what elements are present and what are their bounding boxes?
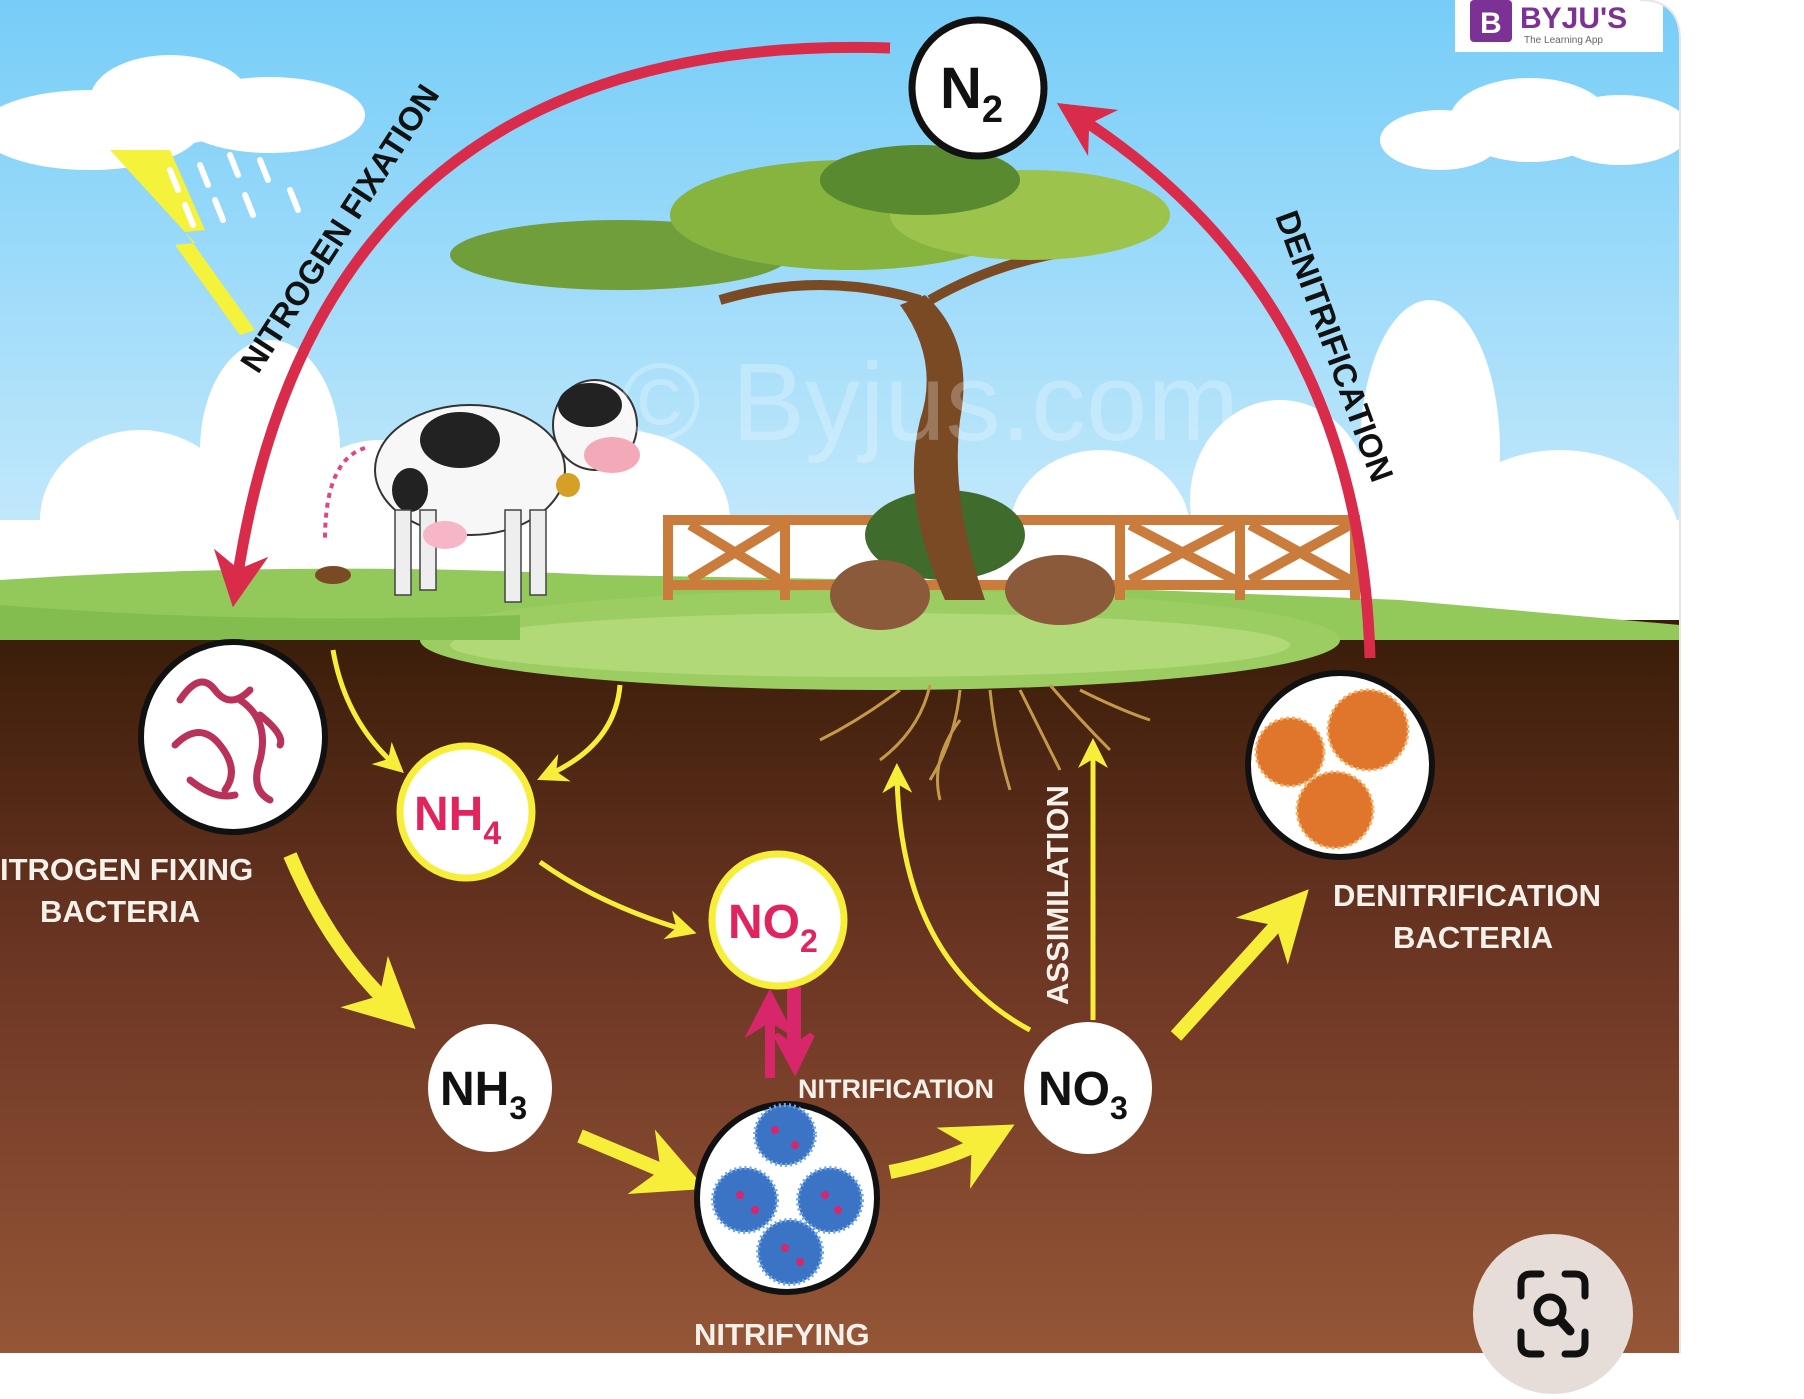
watermark: © Byjus.com [620,341,1239,464]
manure-arrow [323,446,366,541]
denitrification-bacteria-label-line2: BACTERIA [1393,920,1553,955]
node-no2: NO2 [708,850,848,990]
svg-text:The Learning App: The Learning App [1524,35,1603,46]
arrow-surface2-to-nh4 [537,684,623,782]
svg-text:N2: N2 [940,56,1003,131]
visual-search-button[interactable] [1473,1234,1633,1394]
visual-search-icon [1517,1270,1589,1358]
arrow-no3-to-roots [882,763,1032,1033]
arrow-nh4-to-no2 [538,859,697,940]
svg-text:NH4: NH4 [414,788,501,851]
node-n2: N2 [908,16,1048,160]
tree-roots [819,684,1151,801]
arrow-surface-to-nh4 [330,649,404,774]
denitrification-bacteria-label-line1: DENITRIFICATION [1333,878,1601,913]
manure [315,566,351,584]
lightning-icon [110,150,255,335]
node-no3: NO3 [1024,1022,1152,1154]
denitrification-arrow [1056,103,1376,659]
brand-logo: B BYJU'S The Learning App [1455,0,1663,52]
nitrogen-fixing-label-line1: ITROGEN FIXING [0,852,253,887]
svg-text:BYJU'S: BYJU'S [1520,2,1627,35]
denitrification-bacteria [1245,670,1435,860]
cow [374,379,640,603]
nitrifying-bacteria-label: NITRIFYING [694,1317,870,1352]
clouds [0,55,1680,630]
node-nh3: NH3 [428,1024,552,1152]
nitrogen-fixing-bacteria [138,639,328,835]
nitrification-exchange-arrows [744,987,815,1078]
assimilation-label: ASSIMILATION [1040,785,1075,1005]
svg-text:NO3: NO3 [1038,1063,1128,1126]
arrow-no3-to-denitrification [1170,889,1309,1041]
arrow-bacteria-to-nh3 [283,852,416,1029]
rain-drops [167,152,301,228]
yellow-arrows [283,649,1309,1195]
nitrogen-cycle-diagram: © Byjus.com NITROGEN FIXATION DENITRIFIC… [0,0,1681,1394]
nitrification-label: NITRIFICATION [798,1074,994,1104]
nitrifying-bacteria [694,1101,880,1295]
image-border [1639,0,1681,1353]
svg-text:NH3: NH3 [440,1063,527,1126]
node-nh4: NH4 [396,742,536,882]
nitrogen-fixation-arrow [213,41,891,608]
svg-text:NO2: NO2 [728,896,818,959]
nitrogen-fixing-label-line2: BACTERIA [40,894,200,929]
svg-text:B: B [1480,7,1502,40]
arrow-nh3-to-nitrifying [577,1129,706,1195]
arrow-nitrifying-to-no3 [888,1124,1015,1189]
tree [450,145,1170,630]
